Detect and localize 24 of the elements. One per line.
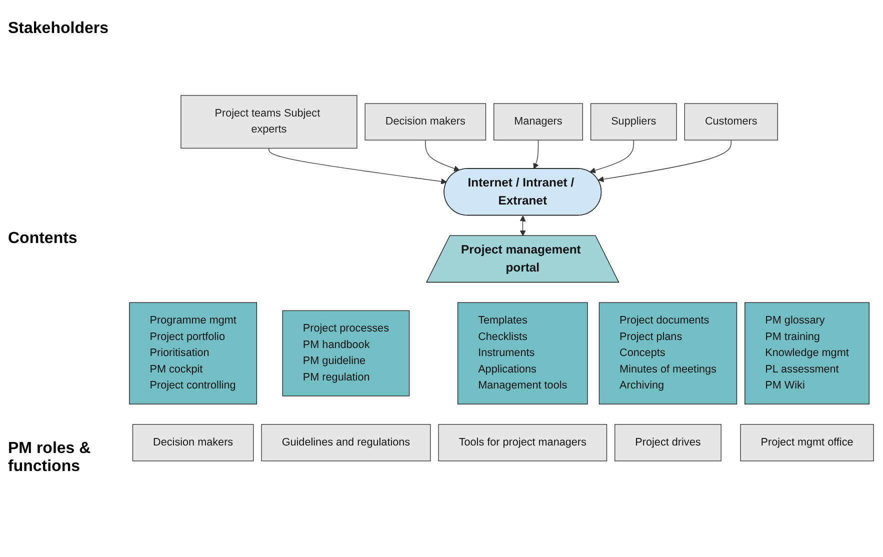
- node-box: Decision makers: [364, 104, 486, 141]
- row-heading: Contents: [8, 230, 78, 248]
- node-box: Guidelines and regulations: [261, 424, 431, 462]
- arrow: [590, 140, 634, 174]
- node-box: Customers: [684, 104, 778, 141]
- arrow: [533, 140, 539, 170]
- node-box: Project documents Project plans Concepts Minutes of meetings Archiving: [598, 302, 738, 405]
- arrow: [520, 216, 526, 236]
- node-box: Project teams Subject experts: [180, 95, 358, 149]
- arrow: [425, 140, 460, 172]
- node-box: Templates Checklists Instruments Applications Management tools: [457, 302, 588, 405]
- node-box: Programme mgmt Project portfolio Prioritisation PM cockpit Project controlling: [129, 302, 258, 405]
- node-box: Tools for project managers: [438, 424, 608, 462]
- node-box: Project processes PM handbook PM guideline PM regulation: [282, 310, 410, 397]
- node-box: Project drives: [614, 424, 722, 462]
- arrow: [598, 140, 732, 182]
- row-heading: PM roles & functions: [8, 440, 92, 476]
- node-box: PM glossary PM training Knowledge mgmt PL assessment PM Wiki: [744, 302, 870, 405]
- arrow: [268, 148, 447, 185]
- node-box: Project mgmt office: [740, 424, 874, 462]
- row-heading: Stakeholders: [8, 20, 110, 38]
- node-box: Suppliers: [590, 104, 677, 141]
- node-box: Managers: [494, 104, 583, 141]
- node-box: Decision makers: [132, 424, 254, 462]
